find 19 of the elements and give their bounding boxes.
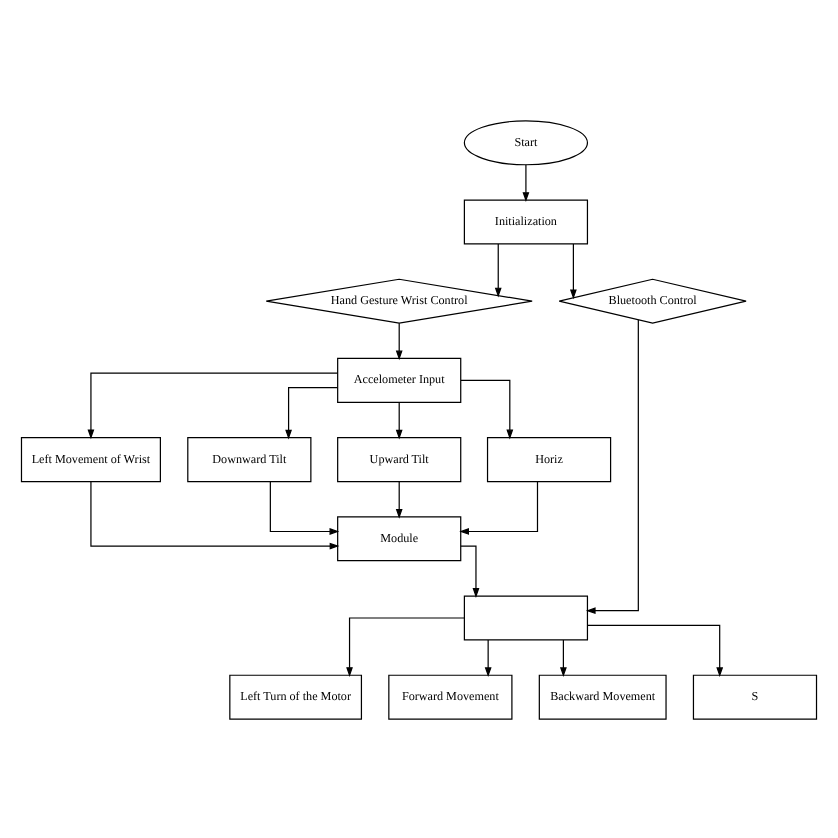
arrow — [484, 638, 492, 677]
arrow — [587, 623, 724, 677]
arrow — [460, 378, 514, 439]
arrow — [395, 400, 403, 439]
arrow — [269, 479, 340, 534]
arrow — [585, 318, 639, 614]
arrow — [494, 242, 502, 297]
arrow — [569, 242, 577, 299]
arrow — [459, 479, 539, 534]
arrow — [395, 480, 403, 518]
arrow — [559, 638, 567, 677]
arrow — [90, 480, 340, 549]
arrow — [87, 371, 339, 439]
arrow — [346, 616, 465, 676]
node-box — [463, 594, 589, 640]
arrow — [285, 386, 339, 439]
arrow — [395, 321, 403, 360]
arrow — [460, 544, 480, 597]
arrow — [522, 163, 530, 201]
